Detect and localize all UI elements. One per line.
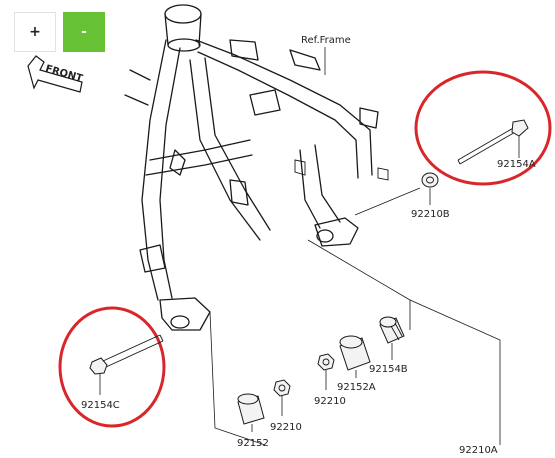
bolt-92154c	[89, 334, 164, 375]
label-92154b: 92154B	[369, 364, 408, 375]
collar-92210b	[421, 172, 439, 188]
nut-92210-right	[317, 353, 335, 371]
label-92210a: 92210A	[459, 445, 498, 456]
label-92152a: 92152A	[337, 382, 376, 393]
zoom-in-button[interactable]: +	[14, 12, 56, 52]
bolt-92154a	[457, 119, 529, 165]
highlight-circle-top-bolt	[414, 70, 552, 186]
label-92210-bottom: 92210	[270, 422, 302, 433]
zoom-out-button[interactable]: -	[63, 12, 105, 52]
front-arrow-icon: FRONT	[27, 55, 84, 93]
label-92154c: 92154C	[81, 400, 120, 411]
nut-92210-bottom	[273, 379, 291, 397]
motorcycle-frame	[124, 4, 389, 331]
label-92154a: 92154A	[497, 159, 536, 170]
collar-92152	[237, 393, 265, 425]
label-ref-frame: Ref.Frame	[301, 35, 351, 46]
label-92152: 92152	[237, 438, 269, 449]
highlight-circle-left-bolt	[58, 306, 166, 428]
label-92210b-top: 92210B	[411, 209, 450, 220]
label-92210-right: 92210	[314, 396, 346, 407]
collar-92152a	[339, 335, 371, 371]
bolt-92154b	[379, 316, 405, 344]
